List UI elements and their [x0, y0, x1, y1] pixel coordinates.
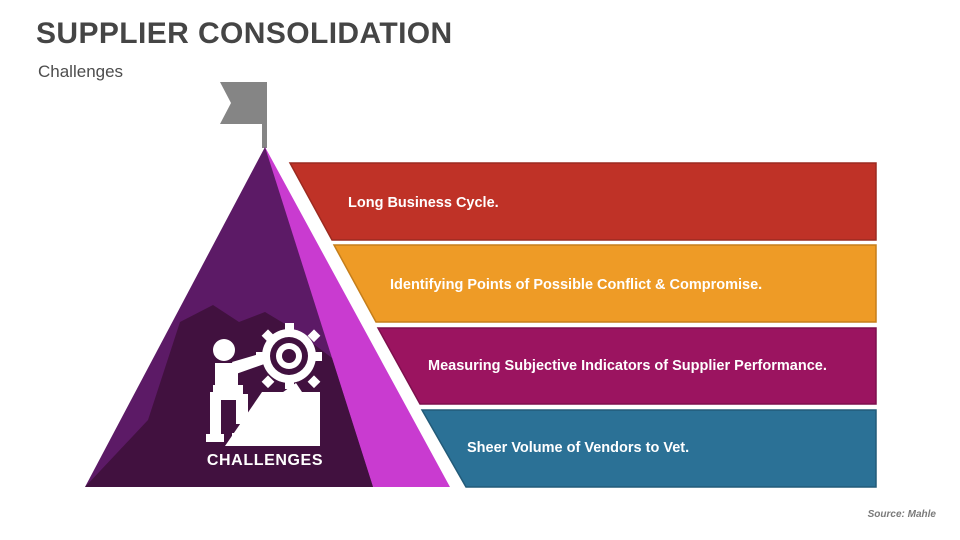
bar-measuring-subjective-indicators[interactable]	[376, 327, 877, 405]
person-pushing-gear-uphill-icon	[206, 323, 322, 446]
source-note: Source: Mahle	[867, 509, 936, 520]
bar-identifying-points[interactable]	[332, 244, 877, 323]
bar-label-long-business-cycle: Long Business Cycle.	[348, 195, 499, 211]
page-title: SUPPLIER CONSOLIDATION	[36, 17, 453, 50]
flag-icon	[220, 82, 267, 148]
bar-long-business-cycle[interactable]	[288, 162, 877, 241]
pyramid-caption: CHALLENGES	[206, 452, 324, 469]
bar-label-measuring-subjective-indicators: Measuring Subjective Indicators of Suppl…	[428, 358, 827, 374]
page-subtitle: Challenges	[38, 62, 124, 81]
pyramid-magenta-wedge	[265, 147, 450, 487]
bar-sheer-volume-of-vendors[interactable]	[420, 409, 877, 488]
bar-label-identifying-points: Identifying Points of Possible Conflict …	[390, 277, 763, 293]
bar-label-sheer-volume-of-vendors: Sheer Volume of Vendors to Vet.	[467, 440, 690, 456]
